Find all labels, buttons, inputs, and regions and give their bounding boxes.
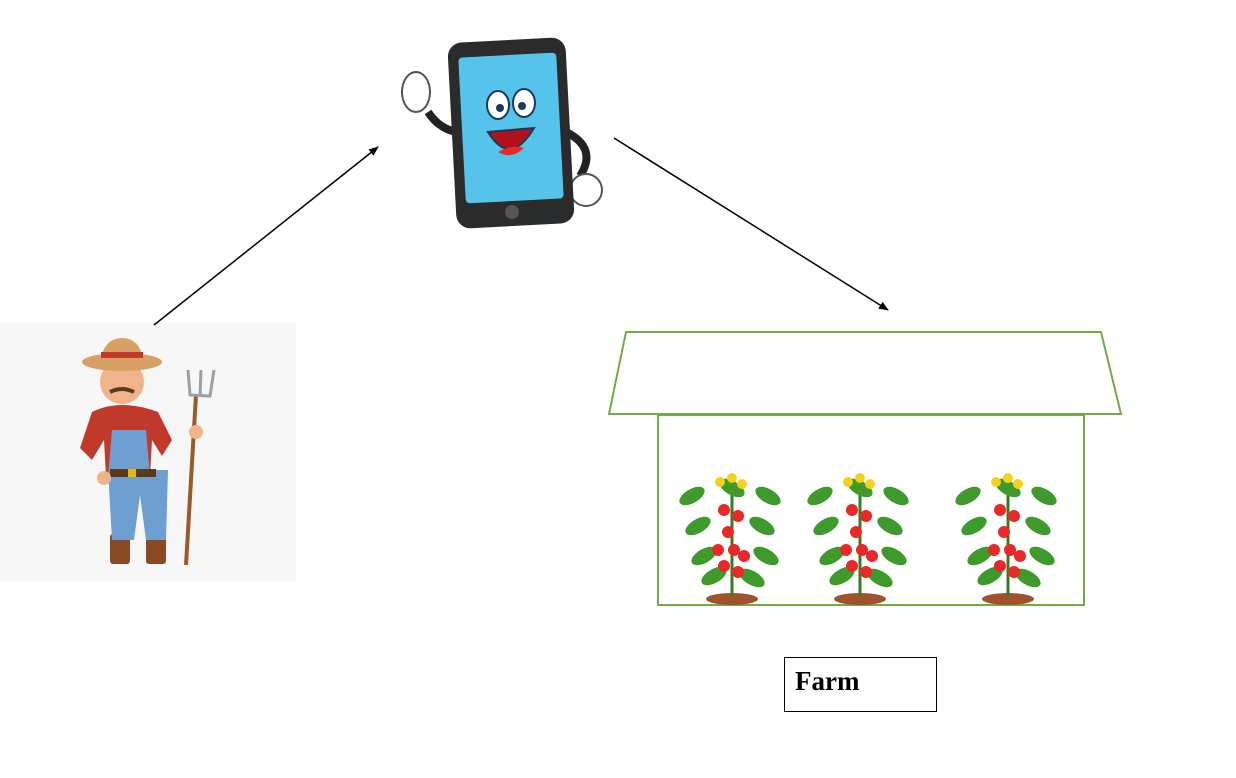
leaf: [955, 486, 981, 506]
greenhouse-roof: [607, 331, 1123, 415]
leaf: [691, 546, 717, 566]
leaf: [967, 546, 993, 566]
leaf: [1031, 486, 1057, 506]
tomato: [1008, 510, 1020, 522]
flower: [991, 477, 1001, 487]
arrow-farmer-to-phone: [153, 146, 379, 326]
flower: [737, 479, 747, 489]
tomato: [1004, 544, 1016, 556]
tomato: [994, 560, 1006, 572]
tomato: [1014, 550, 1026, 562]
leaf: [807, 486, 833, 506]
tomato: [738, 550, 750, 562]
flower: [1003, 473, 1013, 483]
leaf: [995, 478, 1021, 498]
farmer-icon: [0, 323, 296, 581]
flower: [1013, 479, 1023, 489]
tomato: [860, 510, 872, 522]
leaf: [1015, 568, 1041, 588]
flower: [715, 477, 725, 487]
tomato: [722, 526, 734, 538]
leaf: [1029, 546, 1055, 566]
tomato: [866, 550, 878, 562]
leaf: [719, 478, 745, 498]
tomato: [994, 504, 1006, 516]
farm-label: Farm: [795, 666, 860, 696]
tomato: [718, 560, 730, 572]
tomato: [846, 560, 858, 572]
tomato: [732, 566, 744, 578]
leaf: [977, 566, 1003, 586]
soil-mound: [982, 593, 1034, 605]
tomato-plant: [679, 473, 781, 605]
leaf: [961, 516, 987, 536]
soil-mound: [834, 593, 886, 605]
flower: [843, 477, 853, 487]
tomato: [712, 544, 724, 556]
flower: [865, 479, 875, 489]
flower: [727, 473, 737, 483]
leaf: [883, 486, 909, 506]
tomato-plant: [807, 473, 909, 605]
leaf: [819, 546, 845, 566]
tomato: [998, 526, 1010, 538]
tomato: [1008, 566, 1020, 578]
leaf: [701, 566, 727, 586]
leaf: [867, 568, 893, 588]
tomato: [718, 504, 730, 516]
tomato-plant: [955, 473, 1057, 605]
tomato: [856, 544, 868, 556]
greenhouse-icon: [607, 331, 1123, 606]
leaf: [881, 546, 907, 566]
tomato: [840, 544, 852, 556]
leaf: [739, 568, 765, 588]
tomato: [732, 510, 744, 522]
smartphone-icon: [401, 37, 603, 229]
tomato: [846, 504, 858, 516]
tomato: [850, 526, 862, 538]
leaf: [1025, 516, 1051, 536]
leaf: [877, 516, 903, 536]
leaf: [829, 566, 855, 586]
leaf: [749, 516, 775, 536]
leaf: [753, 546, 779, 566]
soil-mound: [706, 593, 758, 605]
leaf: [755, 486, 781, 506]
leaf: [847, 478, 873, 498]
leaf: [813, 516, 839, 536]
farm-label-box: Farm: [784, 657, 937, 712]
flower: [855, 473, 865, 483]
leaf: [685, 516, 711, 536]
tomato: [860, 566, 872, 578]
leaf: [679, 486, 705, 506]
tomato: [728, 544, 740, 556]
arrow-phone-to-farm: [613, 137, 889, 311]
tomato: [988, 544, 1000, 556]
